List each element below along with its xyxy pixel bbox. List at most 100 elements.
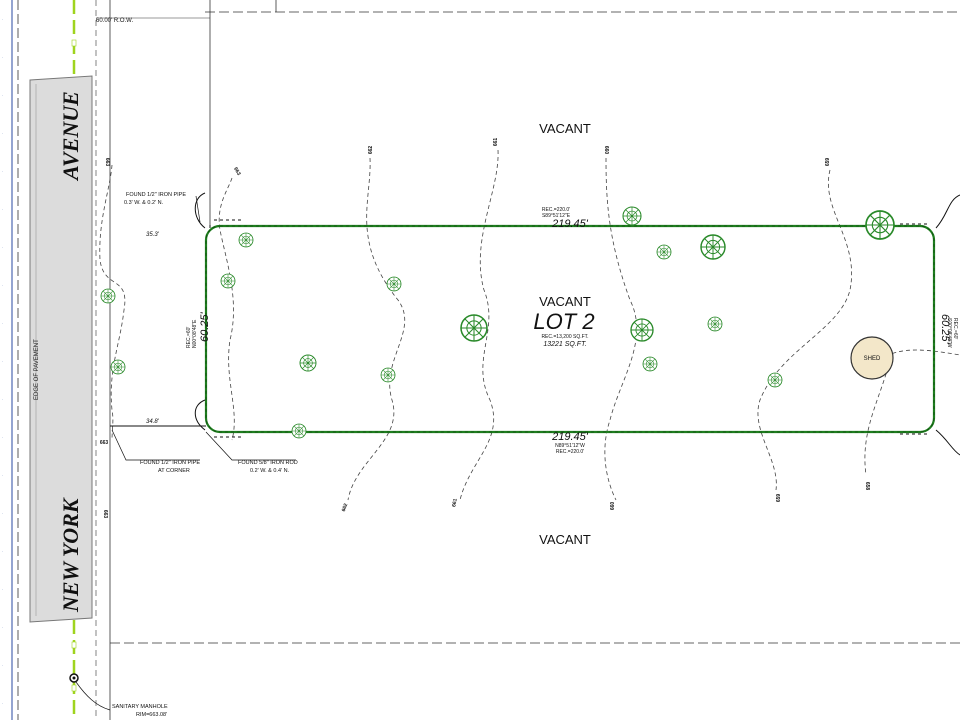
tree-icon	[767, 372, 783, 388]
tree-icon	[865, 210, 895, 240]
margin-tick: ·	[0, 95, 5, 96]
tree-icon	[707, 316, 723, 332]
found-rod-title: FOUND 5/8" IRON ROD	[238, 460, 298, 466]
south-rec: REC.=220.0'	[556, 449, 584, 455]
margin-tick: ·	[0, 57, 5, 58]
margin-tick: ·	[0, 209, 5, 210]
lot-title: LOT 2	[533, 309, 594, 334]
contour-label: 660	[610, 502, 616, 511]
found-sw-detail: AT CORNER	[158, 468, 190, 474]
lot-2-boundary[interactable]	[204, 224, 936, 434]
adjacent-lot-lines	[110, 192, 960, 456]
contour-label: 663	[102, 510, 108, 519]
vacant-center-label: VACANT	[539, 294, 591, 309]
tree-icon	[642, 356, 658, 372]
tree-icon	[220, 273, 236, 289]
contour-662	[347, 157, 406, 501]
trees	[100, 206, 895, 439]
found-rod-detail: 0.2' W. & 0.4' N.	[250, 468, 290, 474]
margin-tick: ·	[0, 285, 5, 286]
margin-tick: ·	[0, 589, 5, 590]
margin-tick: ·	[0, 19, 5, 20]
setback-south: 34.8'	[146, 419, 160, 425]
tree-icon	[100, 288, 116, 304]
tree-icon	[700, 234, 726, 260]
shed[interactable]	[850, 336, 894, 380]
lot-area: 13221 SQ.FT.	[543, 341, 586, 348]
contour-lines	[99, 149, 960, 501]
contour-661	[459, 149, 499, 501]
tree-icon	[380, 367, 396, 383]
margin-tick: ·	[0, 323, 5, 324]
north-rec: REC.=220.0'	[542, 207, 570, 213]
tree-icon	[622, 206, 642, 226]
found-nw-detail: 0.3' W. & 0.2' N.	[124, 200, 164, 206]
found-nw-title: FOUND 1/2" IRON PIPE	[126, 192, 186, 198]
margin-tick: ·	[0, 133, 5, 134]
margin-tick: ·	[0, 475, 5, 476]
east-rec: REC.=60'	[952, 318, 958, 339]
contour-label: 663	[232, 166, 241, 176]
found-sw-title: FOUND 1/2" IRON PIPE	[140, 460, 200, 466]
west-rec: REC.=60'	[186, 327, 192, 348]
row-label: 60.00' R.O.W.	[96, 18, 133, 24]
margin-tick: ·	[0, 703, 5, 704]
contour-label: 659	[825, 158, 831, 167]
contour-663-west	[99, 164, 126, 441]
contour-label: 659	[776, 494, 782, 503]
south-length: 219.45'	[551, 431, 589, 443]
edge-of-pavement-label: EDGE OF PAVEMENT	[34, 339, 40, 400]
vacant-north-label: VACANT	[539, 121, 591, 136]
tree-icon	[110, 359, 126, 375]
found-callout-leaders	[111, 429, 296, 461]
setback-north: 35.3'	[146, 232, 160, 238]
manhole-title: SANITARY MANHOLE	[112, 704, 168, 710]
contour-663-lot	[218, 177, 235, 441]
sewer-mark	[71, 39, 77, 47]
manhole-rim: RIM=663.08'	[136, 712, 167, 718]
right-of-way-lines	[17, 0, 960, 720]
tree-icon	[460, 314, 488, 342]
sewer-mark	[71, 641, 77, 649]
margin-tick: ·	[0, 551, 5, 552]
sewer-mark	[71, 684, 77, 692]
sanitary-manhole[interactable]	[69, 673, 111, 711]
margin-tick: ·	[0, 513, 5, 514]
contour-label: 663	[104, 158, 110, 167]
margin-tick: ·	[0, 171, 5, 172]
contour-label: 662	[341, 503, 350, 513]
street-name-top: AVENUE	[58, 91, 83, 182]
contour-label: 662	[368, 146, 374, 155]
tree-icon	[291, 423, 307, 439]
contour-label: 658	[864, 482, 870, 491]
contour-659	[757, 169, 852, 491]
margin-tick: ·	[0, 627, 5, 628]
tree-icon	[630, 318, 654, 342]
contour-660	[604, 157, 638, 501]
margin-tick: ·	[0, 437, 5, 438]
margin-tick: ·	[0, 665, 5, 666]
contour-label: 660	[603, 146, 609, 155]
found-pipe-nw-callout	[195, 195, 201, 223]
margin-tick: ·	[0, 361, 5, 362]
north-length: 219.45'	[551, 218, 589, 230]
margin-tick: ·	[0, 247, 5, 248]
west-bearing: N00°08'48"E	[192, 319, 198, 348]
tree-icon	[386, 276, 402, 292]
tree-icon	[238, 232, 254, 248]
tree-icon	[299, 354, 317, 372]
shed-label: SHED	[864, 356, 881, 362]
pavement-band	[29, 75, 93, 623]
lot-area-rec: REC.=13,200 SQ.FT.	[541, 334, 588, 340]
contour-label: 661	[451, 498, 458, 507]
north-bearing: S89°51'12"E	[542, 213, 571, 219]
east-length: 60.25'	[939, 314, 951, 345]
contour-label: 661	[493, 138, 499, 147]
margin-tick: ·	[0, 399, 5, 400]
street-name-bottom: NEW YORK	[58, 497, 83, 613]
east-bearing: S00°08'48"W	[946, 318, 952, 348]
south-bearing: N89°51'12"W	[555, 443, 585, 449]
contour-label: 663	[100, 440, 109, 446]
margin-ticks: · · · · · · · · · · · · · · · · · · ·	[0, 0, 13, 720]
